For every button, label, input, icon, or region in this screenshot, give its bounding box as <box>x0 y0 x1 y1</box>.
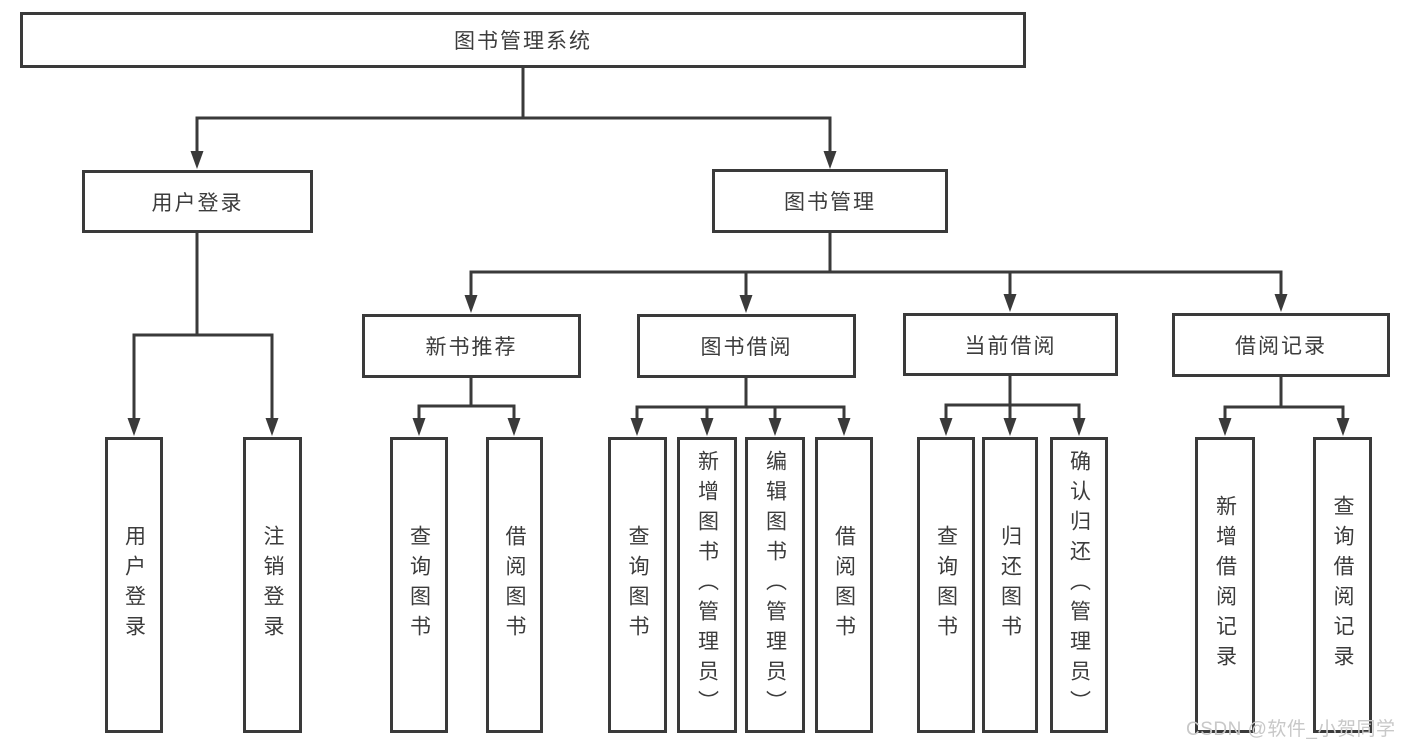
leaf-borrow-books-borrow: 借阅图书 <box>815 437 873 733</box>
leaf-add-book-admin: 新增图书（管理员） <box>677 437 737 733</box>
node-book-management: 图书管理 <box>712 169 948 233</box>
leaf-edit-book-admin: 编辑图书（管理员） <box>745 437 805 733</box>
csdn-watermark: CSDN @软件_小贺同学 <box>1186 719 1396 740</box>
leaf-query-books-recommend: 查询图书 <box>390 437 448 733</box>
leaf-borrow-books-recommend: 借阅图书 <box>486 437 543 733</box>
leaf-confirm-return-admin: 确认归还（管理员） <box>1050 437 1108 733</box>
leaf-query-books-current: 查询图书 <box>917 437 975 733</box>
node-root: 图书管理系统 <box>20 12 1026 68</box>
node-current-borrow: 当前借阅 <box>903 313 1118 376</box>
node-user-login: 用户登录 <box>82 170 313 233</box>
leaf-user-login: 用户登录 <box>105 437 163 733</box>
leaf-add-borrow-record: 新增借阅记录 <box>1195 437 1255 733</box>
leaf-query-borrow-record: 查询借阅记录 <box>1313 437 1372 733</box>
leaf-query-books-borrow: 查询图书 <box>608 437 667 733</box>
node-book-borrow: 图书借阅 <box>637 314 856 378</box>
leaf-return-books: 归还图书 <box>982 437 1038 733</box>
leaf-logout: 注销登录 <box>243 437 302 733</box>
node-new-book-recommend: 新书推荐 <box>362 314 581 378</box>
node-borrow-records: 借阅记录 <box>1172 313 1390 377</box>
